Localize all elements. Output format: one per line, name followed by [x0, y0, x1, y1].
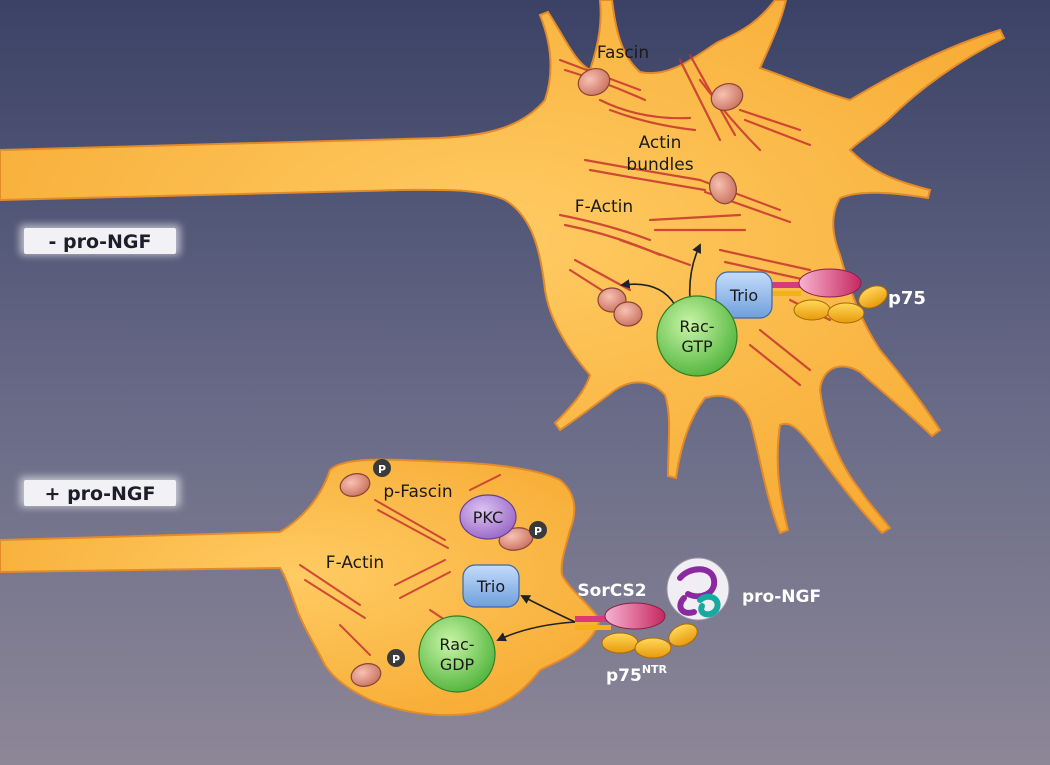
fascin-blob [339, 473, 371, 497]
bottom-rac-label-1: Rac- [439, 635, 474, 654]
top-rac-label-1: Rac- [679, 317, 714, 336]
p75ntr-superscript: NTR [642, 663, 668, 676]
top-rac-label-2: GTP [681, 337, 713, 356]
top-actin-bundles-label-1: Actin [639, 133, 682, 153]
fascin-blob [577, 68, 611, 96]
arrow-to-rac-gdp [496, 621, 576, 642]
p75ntr-label: p75NTR [606, 663, 668, 686]
top-fascin-label: Fascin [597, 43, 649, 63]
bottom-trio-label: Trio [476, 577, 505, 596]
p-fascin-label: p-Fascin [383, 482, 452, 502]
phospho-marker: P [529, 521, 547, 539]
top-fascin-proteins [577, 68, 744, 327]
top-neuron-cell [0, 0, 1006, 535]
bottom-trio-box [462, 564, 520, 608]
top-trio-box [715, 271, 773, 319]
top-cell-body [0, 0, 1006, 535]
minus-pro-ngf-badge: - pro-NGF [20, 225, 180, 255]
svg-text:P: P [392, 653, 400, 666]
pro-ngf-label: pro-NGF [742, 587, 821, 607]
phospho-marker: P [387, 649, 405, 667]
top-f-actin-label: F-Actin [575, 197, 633, 217]
fascin-blob [613, 301, 643, 327]
arrow-to-actin-bundles [688, 243, 702, 301]
top-p75-label: p75 [888, 288, 926, 309]
svg-text:P: P [534, 525, 542, 538]
arrow-to-trio [520, 595, 576, 623]
pkc-label: PKC [473, 508, 503, 527]
bottom-sorcs2-p75-receptor [575, 602, 698, 659]
svg-text:P: P [378, 463, 386, 476]
bottom-rac-gdp-circle [418, 615, 496, 693]
plus-pro-ngf-label: + pro-NGF [45, 483, 156, 505]
bottom-neuron-cell [0, 458, 730, 717]
arrow-to-fascin [620, 279, 676, 306]
minus-pro-ngf-label: - pro-NGF [49, 231, 152, 253]
fascin-blob [709, 171, 737, 205]
p75ntr-base: p75 [606, 666, 642, 686]
bottom-f-actin-label: F-Actin [326, 553, 384, 573]
pro-ngf-ligand [666, 557, 730, 621]
pkc-oval [459, 494, 517, 540]
bottom-actin-filaments [299, 474, 501, 656]
sorcs2-label: SorCS2 [577, 581, 646, 601]
phospho-marker: P [373, 459, 391, 477]
top-trio-label: Trio [729, 286, 758, 305]
bottom-rac-label-2: GDP [440, 655, 475, 674]
top-actin-bundles-label-2: bundles [626, 155, 693, 175]
fascin-blob [350, 663, 382, 687]
top-rac-gtp-circle [656, 295, 738, 377]
plus-pro-ngf-badge: + pro-NGF [20, 477, 180, 507]
bottom-fascin-proteins [339, 473, 534, 687]
fascin-blob [710, 83, 744, 111]
top-p75-receptor [765, 268, 888, 324]
